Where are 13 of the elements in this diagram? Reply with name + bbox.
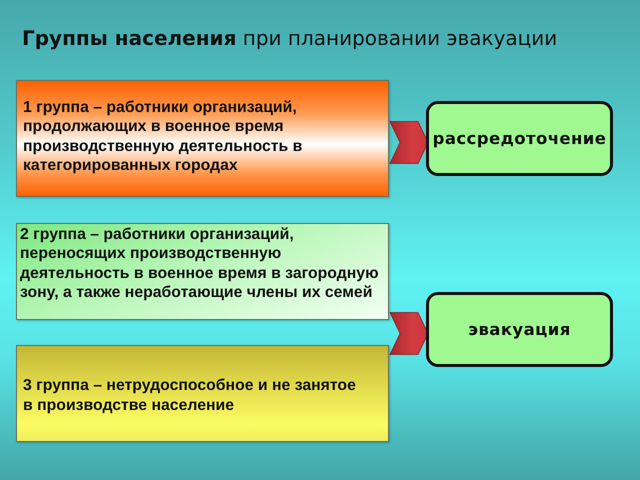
group-description: 1 группа – работники организаций, продолжающих в военное время производственную деятельность в категорированных городах — [23, 98, 304, 176]
group-box — [16, 223, 389, 320]
group-description: 2 группа – работники организаций, переносящих производственную деятельность в военное время в загородную зону, а также неработающие члены их семей — [20, 225, 380, 303]
group-box — [16, 345, 389, 442]
action-box — [426, 292, 613, 367]
group-description: 3 группа – нетрудоспособное и не занятое в производстве население — [23, 376, 357, 415]
group-box — [16, 80, 389, 197]
diagram-title: Группы населения при планировании эвакуации — [22, 26, 558, 50]
action-box — [426, 101, 613, 176]
action-label: рассредоточение — [432, 128, 606, 148]
action-label: эвакуация — [468, 320, 571, 340]
chevron-arrow — [389, 312, 428, 355]
chevron-arrow — [389, 121, 428, 164]
